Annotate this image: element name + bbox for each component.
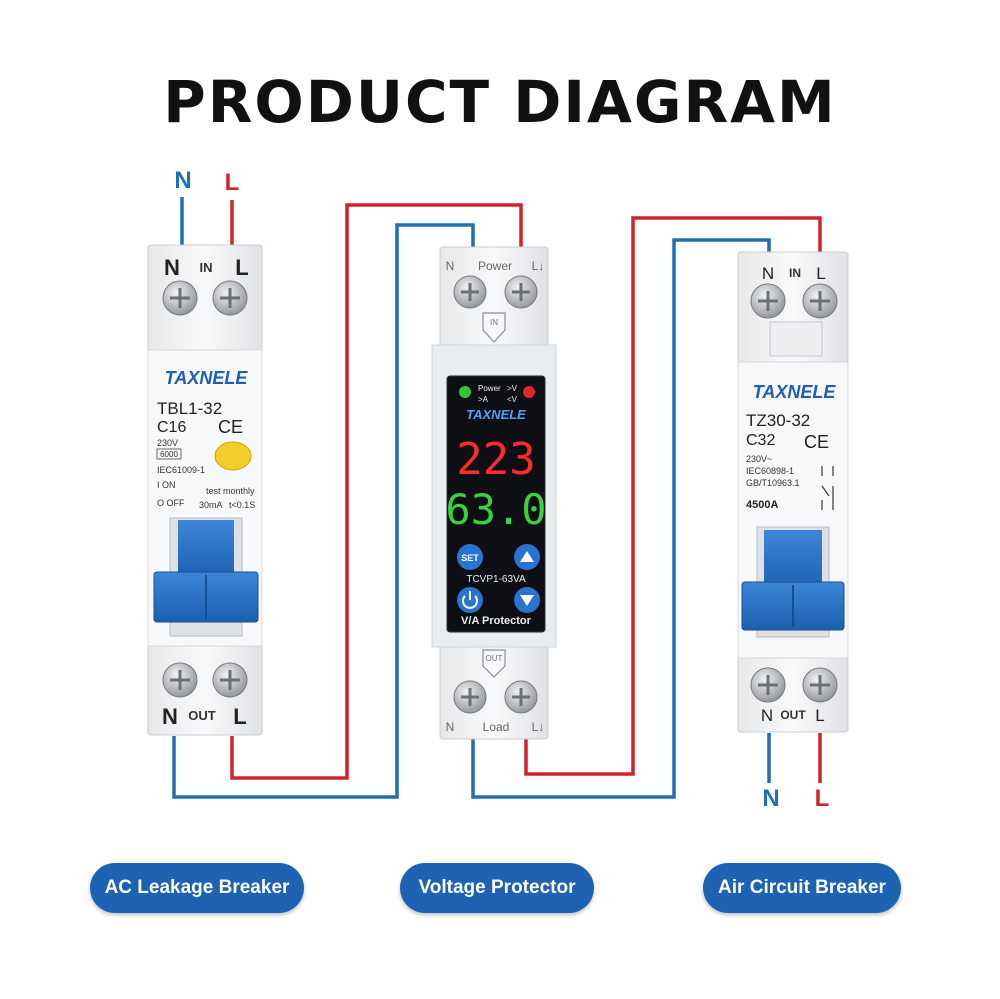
- current-reading: 63.0: [445, 485, 546, 534]
- screw-slot-icon: [512, 283, 530, 301]
- screw-slot-icon: [512, 688, 530, 706]
- vp-led-under-v: <V: [507, 395, 518, 404]
- arrow-down-icon: [520, 595, 534, 606]
- screw-slot-icon: [810, 291, 830, 311]
- toggle-handle[interactable]: [178, 520, 234, 580]
- voltage-protector: N Power L↓ IN Power >V >A <V TAXNELE 223…: [431, 246, 557, 740]
- ac-bottom-l: L: [233, 704, 246, 729]
- ac-leakage-breaker: N IN L TAXNELE TBL1-32 C16 CE 230V 6000 …: [147, 244, 263, 736]
- vp-out-marker: OUT: [486, 654, 503, 663]
- vp-name: V/A Protector: [461, 615, 532, 627]
- circuit-symbol-icon: [821, 466, 834, 510]
- acb-standard2: GB/T10963.1: [746, 478, 800, 488]
- ac-capacity: 6000: [160, 450, 178, 459]
- set-button[interactable]: [457, 544, 483, 570]
- test-button[interactable]: [214, 441, 252, 471]
- ac-voltage: 230V: [157, 438, 178, 448]
- power-icon: [462, 591, 478, 609]
- output-l-label: L: [815, 785, 830, 812]
- vp-bottom-l: L↓: [532, 720, 545, 734]
- screw-slot-icon: [220, 670, 240, 690]
- voltage-reading: 223: [456, 434, 535, 485]
- power-led-icon: [459, 386, 471, 398]
- wires: [172, 197, 822, 799]
- ac-top-l: L: [235, 255, 248, 280]
- ce-mark: CE: [804, 432, 829, 452]
- ac-top-in: IN: [200, 260, 213, 275]
- screw-slot-icon: [220, 288, 240, 308]
- vp-bottom-n: N: [446, 720, 455, 734]
- acb-standard1: IEC60898-1: [746, 466, 794, 476]
- live-wire-1-to-2: [230, 203, 523, 780]
- alarm-led-icon: [523, 386, 535, 398]
- screw-slot-icon: [461, 688, 479, 706]
- ac-on-label: I ON: [157, 480, 176, 490]
- vp-bottom-load: Load: [483, 720, 510, 734]
- neutral-wire-1-to-2: [172, 223, 475, 799]
- acb-model: TZ30-32: [746, 411, 810, 430]
- output-n-label: N: [762, 785, 779, 812]
- neutral-wire-2-to-3: [471, 238, 771, 799]
- screw-slot-icon: [758, 675, 778, 695]
- acb-brand: TAXNELE: [753, 382, 837, 402]
- in-arrow-icon: [482, 312, 506, 343]
- ac-model: TBL1-32: [157, 399, 222, 418]
- ac-bottom-n: N: [162, 704, 178, 729]
- ac-time-label: t<0.1S: [229, 500, 255, 510]
- acb-bottom-out: OUT: [780, 708, 806, 722]
- ac-top-n: N: [164, 255, 180, 280]
- screw-slot-icon: [170, 288, 190, 308]
- acb-top-in: IN: [789, 266, 801, 280]
- vp-top-l: L↓: [532, 259, 545, 273]
- acb-capacity: 4500A: [746, 499, 778, 511]
- vp-model: TCVP1-63VA: [466, 574, 526, 585]
- vp-led-power: Power: [478, 384, 501, 393]
- ac-rating: C16: [157, 419, 186, 436]
- acb-voltage: 230V~: [746, 454, 772, 464]
- air-circuit-breaker-label: Air Circuit Breaker: [703, 863, 901, 913]
- vp-led-over-v: >V: [507, 384, 518, 393]
- vp-led-over-a: >A: [478, 395, 489, 404]
- out-arrow-icon: [482, 649, 506, 678]
- acb-bottom-n: N: [761, 706, 773, 725]
- vp-top-n: N: [446, 259, 455, 273]
- ac-off-label: O OFF: [157, 498, 185, 508]
- page-title: PRODUCT DIAGRAM: [163, 68, 837, 136]
- ce-mark: CE: [218, 417, 243, 437]
- vp-set-label: SET: [461, 553, 479, 563]
- vp-brand: TAXNELE: [466, 407, 526, 422]
- screw-slot-icon: [810, 675, 830, 695]
- ac-bottom-out: OUT: [188, 708, 216, 723]
- acb-top-l: L: [816, 264, 825, 283]
- arrow-up-icon: [520, 551, 534, 562]
- screw-slot-icon: [758, 291, 778, 311]
- acb-top-n: N: [762, 264, 774, 283]
- ac-test-label: test monthly: [206, 486, 255, 496]
- ac-brand: TAXNELE: [165, 368, 249, 388]
- live-wire-2-to-3: [524, 216, 822, 776]
- screw-slot-icon: [461, 283, 479, 301]
- acb-bottom-l: L: [815, 706, 824, 725]
- ac-leakage-breaker-label: AC Leakage Breaker: [90, 863, 304, 913]
- vp-in-marker: IN: [490, 318, 498, 327]
- ac-standard: IEC61009-1: [157, 465, 205, 475]
- input-n-label: N: [174, 167, 191, 194]
- voltage-protector-label: Voltage Protector: [400, 863, 594, 913]
- acb-rating: C32: [746, 432, 775, 449]
- vp-top-power: Power: [478, 259, 512, 273]
- input-l-label: L: [225, 169, 240, 196]
- screw-slot-icon: [170, 670, 190, 690]
- ac-current-label: 30mA: [199, 500, 223, 510]
- air-circuit-breaker: N IN L TAXNELE TZ30-32 C32 CE 230V~ IEC6…: [737, 251, 849, 733]
